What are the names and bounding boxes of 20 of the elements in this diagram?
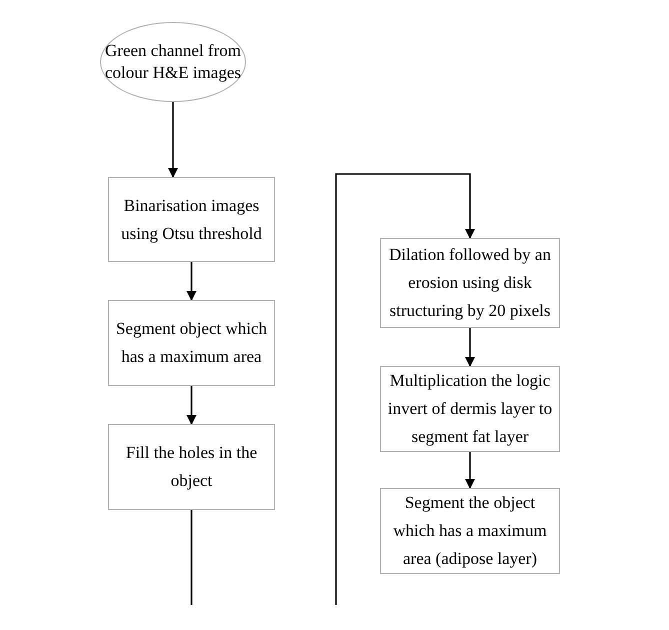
arrow [186, 262, 196, 301]
node-text: Segment the object which has a maximum area (adipose layer) [392, 492, 548, 570]
process-box [380, 238, 560, 328]
node-text: Green channel from colour H&E images [105, 40, 241, 84]
process-box [108, 177, 275, 262]
process-box [108, 300, 275, 386]
process-box [108, 424, 275, 510]
arrow [465, 328, 475, 367]
arrow [335, 173, 475, 605]
process-box [380, 366, 560, 452]
arrow [465, 452, 475, 489]
node-text: Segment object which has a maximum area [114, 318, 268, 368]
arrow [168, 102, 178, 178]
node-text: Dilation followed by an erosion using disk structuring by 20 pixels [388, 244, 552, 322]
process-box [380, 488, 560, 574]
node-text: Multiplication the logic invert of dermis layer to segment fat layer [386, 370, 554, 448]
node-text: Fill the holes in the object [124, 442, 258, 492]
node-text: Binarisation images using Otsu threshold [120, 194, 263, 245]
connector-line [190, 510, 192, 605]
arrow [186, 386, 196, 425]
